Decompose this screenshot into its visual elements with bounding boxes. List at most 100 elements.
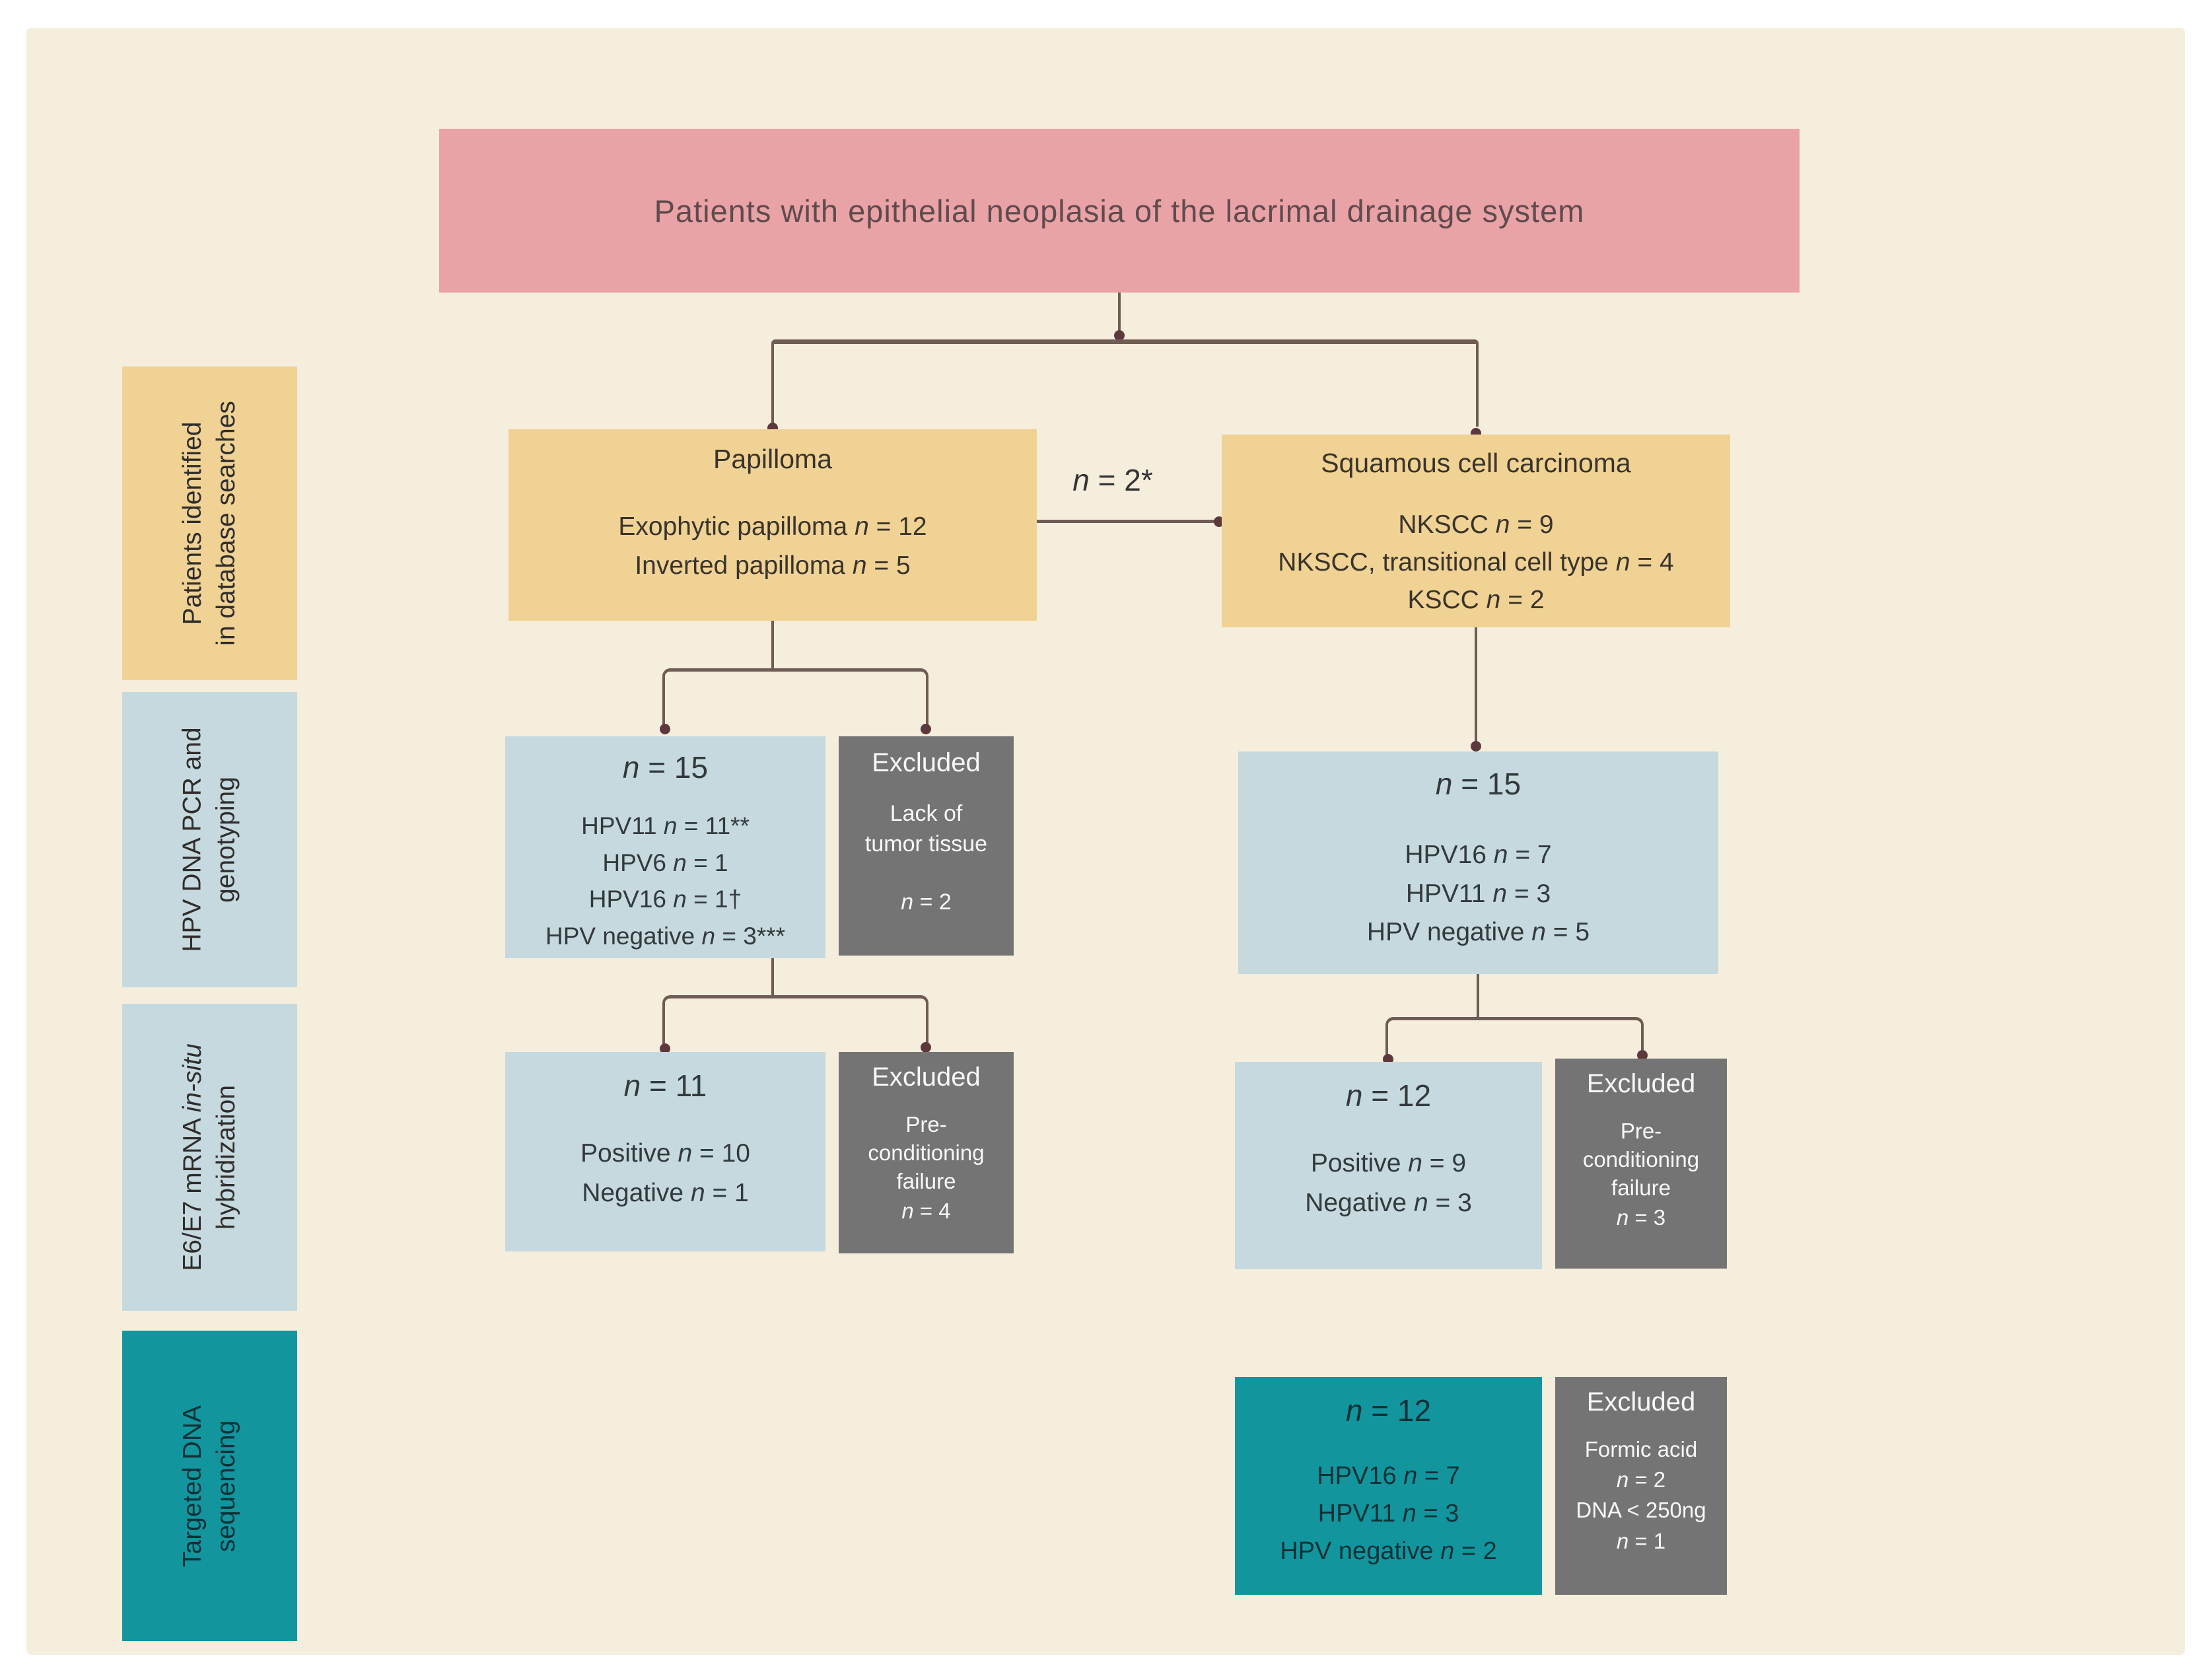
node-line: HPV11 n = 3: [1317, 1500, 1459, 1527]
node-squamous-cell-carcinoma: Squamous cell carcinoma NKSCC n = 9 NKSC…: [1222, 435, 1730, 627]
node-title: Squamous cell carcinoma: [1321, 448, 1631, 478]
node-line: HPV negative n = 3***: [545, 922, 786, 950]
sidebar-label-line: hybridization: [212, 1085, 241, 1230]
node-excluded-preconditioning-pap: Excluded Pre- conditioning failure n = 4: [839, 1052, 1014, 1253]
excluded-reason: Formic acid n = 2 DNA < 250ng n = 1: [1576, 1434, 1706, 1557]
node-body: HPV11 n = 11** HPV6 n = 1 HPV16 n = 1† H…: [545, 808, 785, 954]
sidebar-stage-database-search: Patients identified in database searches: [122, 367, 297, 680]
sidebar-label-line: in database searches: [212, 401, 241, 646]
node-excluded-lack-of-tissue: Excluded Lack of tumor tissue n = 2: [839, 736, 1014, 956]
connector-pap-hpv-stem: [771, 958, 774, 997]
node-n-count: n = 12: [1345, 1393, 1432, 1428]
connector-root-stem: [1118, 293, 1121, 336]
figure-background-panel: [26, 28, 2185, 1655]
arrowhead: [1114, 330, 1125, 341]
root-node-title: Patients with epithelial neoplasia of th…: [654, 193, 1585, 228]
excluded-line: failure: [896, 1168, 956, 1193]
cross-link-label: n = 2*: [1072, 463, 1153, 497]
excluded-line: Pre-: [905, 1112, 947, 1137]
arrowhead: [660, 1043, 670, 1054]
connector-papilloma-stem: [771, 621, 774, 670]
node-line: HPV6 n = 1: [602, 849, 728, 876]
sidebar-stage-hpv-pcr: HPV DNA PCR and genotyping: [122, 692, 297, 987]
excluded-line: Lack of: [890, 801, 963, 826]
node-line: HPV11 n = 11**: [581, 812, 750, 839]
sidebar-stage-label: E6/E7 mRNA in-situ hybridization: [176, 1043, 244, 1271]
node-body: NKSCC n = 9 NKSCC, transitional cell typ…: [1278, 507, 1673, 619]
arrowhead: [921, 1042, 931, 1053]
excluded-reason: Lack of tumor tissue: [865, 799, 987, 859]
connector-papilloma-to-scc: [1037, 520, 1223, 523]
excluded-line: failure: [1611, 1175, 1671, 1200]
node-excluded-sequencing: Excluded Formic acid n = 2 DNA < 250ng n…: [1555, 1377, 1727, 1595]
sidebar-label-line: genotyping: [212, 777, 241, 903]
node-line: Inverted papilloma n = 5: [635, 551, 911, 580]
node-excluded-preconditioning-scc: Excluded Pre- conditioning failure n = 3: [1555, 1059, 1727, 1269]
excluded-line: n = 1: [1616, 1528, 1666, 1553]
node-line: Negative n = 3: [1305, 1189, 1472, 1218]
arrowhead: [1471, 741, 1481, 752]
excluded-n-count: n = 2: [901, 890, 952, 915]
sidebar-label-line: sequencing: [212, 1420, 241, 1552]
excluded-reason: Pre- conditioning failure: [868, 1111, 984, 1196]
connector-scc-hpv-stem: [1477, 974, 1479, 1018]
sidebar-stage-label: Patients identified in database searches: [176, 401, 244, 646]
excluded-line: DNA < 250ng: [1576, 1498, 1706, 1523]
arrowhead: [660, 724, 670, 734]
node-line: HPV16 n = 1†: [588, 886, 742, 913]
node-n-count: n = 11: [623, 1068, 707, 1103]
node-line: Negative n = 1: [582, 1179, 749, 1208]
excluded-reason: Pre- conditioning failure: [1583, 1117, 1699, 1203]
sidebar-stage-label: Targeted DNA sequencing: [176, 1405, 244, 1567]
node-n-count: n = 12: [1345, 1078, 1432, 1113]
connector-papilloma-split: [662, 668, 928, 726]
excluded-line: tumor tissue: [864, 831, 988, 857]
node-scc-hpv-pcr: n = 15 HPV16 n = 7 HPV11 n = 3 HPV negat…: [1238, 752, 1718, 974]
sidebar-stage-label: HPV DNA PCR and genotyping: [176, 727, 244, 952]
node-line: HPV11 n = 3: [1405, 879, 1551, 908]
node-body: HPV16 n = 7 HPV11 n = 3 HPV negative n =…: [1280, 1457, 1497, 1570]
root-node-patients: Patients with epithelial neoplasia of th…: [439, 129, 1800, 293]
excluded-line: conditioning: [868, 1140, 985, 1165]
connector-scc-hpv-split: [1385, 1017, 1644, 1058]
node-papilloma-hpv-pcr: n = 15 HPV11 n = 11** HPV6 n = 1 HPV16 n…: [505, 736, 825, 958]
sidebar-label-line: HPV DNA PCR and: [178, 727, 207, 952]
sidebar-label-line: Targeted DNA: [178, 1405, 207, 1567]
node-line: NKSCC, transitional cell type n = 4: [1278, 547, 1674, 577]
sidebar-label-line: E6/E7 mRNA in-situ: [178, 1043, 207, 1271]
excluded-n-count: n = 3: [1616, 1205, 1666, 1230]
excluded-line: Pre-: [1620, 1119, 1662, 1143]
node-papilloma: Papilloma Exophytic papilloma n = 12 Inv…: [508, 429, 1037, 621]
node-line: Positive n = 9: [1310, 1149, 1467, 1177]
node-body: HPV16 n = 7 HPV11 n = 3 HPV negative n =…: [1367, 836, 1590, 952]
connector-scc-stem: [1475, 627, 1477, 746]
node-line: KSCC n = 2: [1407, 585, 1545, 614]
node-line: Exophytic papilloma n = 12: [618, 512, 927, 541]
node-body: Exophytic papilloma n = 12 Inverted papi…: [618, 508, 927, 585]
node-line: HPV negative n = 5: [1366, 918, 1590, 946]
excluded-title: Excluded: [872, 1063, 981, 1092]
excluded-title: Excluded: [1586, 1387, 1696, 1417]
sidebar-label-line: Patients identified: [178, 421, 207, 625]
arrowhead: [921, 724, 931, 734]
node-line: HPV16 n = 7: [1405, 841, 1552, 869]
node-scc-dna-sequencing: n = 12 HPV16 n = 7 HPV11 n = 3 HPV negat…: [1235, 1377, 1542, 1595]
node-line: Positive n = 10: [580, 1139, 750, 1168]
node-body: Positive n = 9 Negative n = 3: [1305, 1144, 1472, 1224]
connector-pap-hpv-split: [662, 995, 928, 1048]
sidebar-stage-dna-sequencing: Targeted DNA sequencing: [122, 1331, 297, 1641]
node-title: Papilloma: [713, 444, 833, 474]
node-papilloma-ish: n = 11 Positive n = 10 Negative n = 1: [505, 1052, 825, 1251]
arrowhead: [1637, 1050, 1648, 1061]
excluded-line: conditioning: [1582, 1146, 1700, 1172]
excluded-title: Excluded: [872, 748, 981, 777]
sidebar-stage-mrna-hybridization: E6/E7 mRNA in-situ hybridization: [122, 1004, 297, 1311]
node-body: Positive n = 10 Negative n = 1: [580, 1134, 750, 1214]
excluded-line: n = 2: [1616, 1467, 1666, 1492]
excluded-line: Formic acid: [1584, 1437, 1698, 1461]
excluded-n-count: n = 4: [901, 1198, 951, 1223]
node-n-count: n = 15: [622, 750, 709, 785]
connector-root-split: [771, 339, 1479, 427]
node-line: HPV negative n = 2: [1280, 1537, 1497, 1565]
